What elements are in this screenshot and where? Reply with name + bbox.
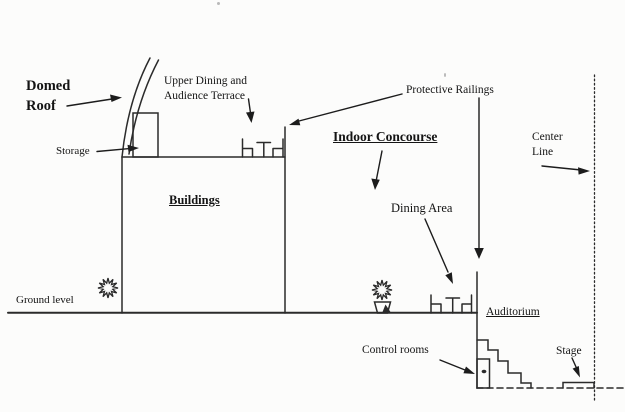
dining-table [445,297,461,314]
auditorium-stairs [476,339,532,389]
ground-level-label: Ground level [16,294,74,306]
door-handle-dot-icon [481,369,487,374]
control-room-box [476,358,491,389]
terrace-chair-left [241,138,254,158]
potted-plant-icon [371,279,393,301]
dome-inner-curve [128,59,160,155]
upper-dining-arrow [246,98,255,123]
scan-artifact [217,2,220,5]
storage-arrow [96,144,139,153]
upper-dining-label: Upper Dining and Audience Terrace [164,75,248,102]
stage-label: Stage [556,345,582,357]
dining-area-arrow [424,218,453,284]
scan-artifact [444,73,446,77]
auditorium-label: Auditorium [486,306,540,318]
domed-roof-arrow [66,94,122,107]
terrace-chair-right [272,138,284,158]
burst-icon [97,277,119,299]
storage-box [132,112,159,158]
indoor-concourse-label: Indoor Concourse [333,129,438,144]
dining-chair-left [430,294,442,314]
control-rooms-arrow [439,359,475,374]
buildings-label: Buildings [169,193,220,207]
protective-railings-arrow-upper [289,93,403,126]
indoor-concourse-arrow [371,150,383,190]
center-line-arrow [541,165,590,175]
dining-chair-right [461,294,473,314]
domed-roof-label: Domed Roof [26,78,71,114]
control-rooms-label: Control rooms [362,344,429,356]
center-line-label: Center Line [532,131,563,158]
plant-pot-shade [382,304,391,312]
stage-arrow [571,357,580,378]
storage-label: Storage [56,145,90,157]
protective-railings-label: Protective Railings [406,84,494,96]
terrace-table [256,141,272,158]
dome-outer-curve [121,57,151,158]
stage-platform [562,381,595,389]
protective-railings-arrow-lower [474,97,484,259]
dining-area-label: Dining Area [391,201,453,215]
plant-pot [373,301,392,314]
